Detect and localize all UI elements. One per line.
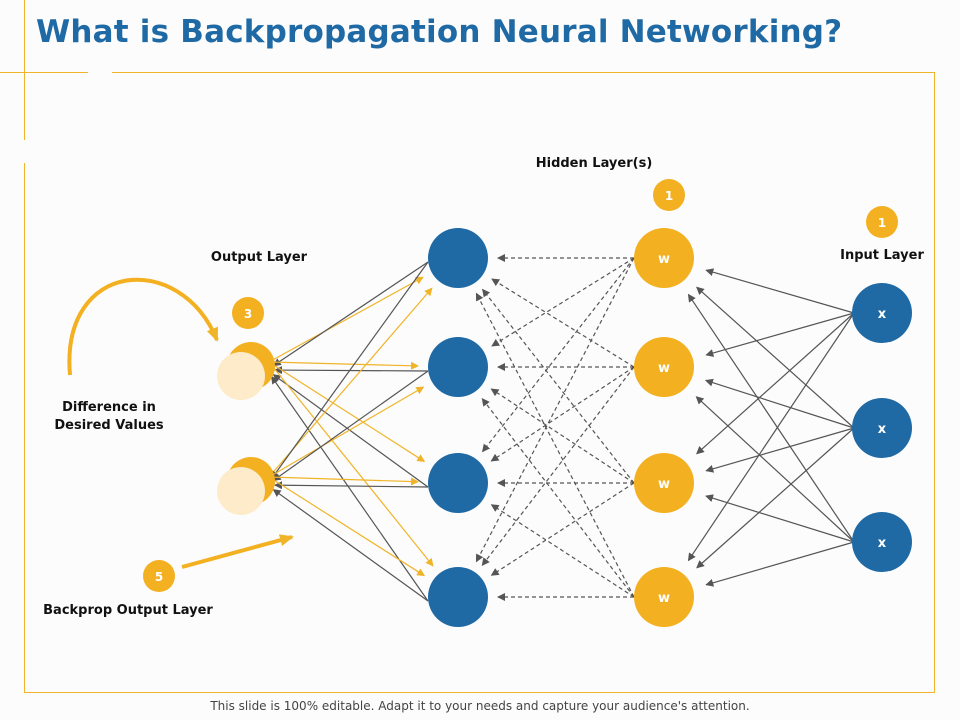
output-layer-label: Output Layer	[211, 250, 308, 265]
middle-to-output-connection	[272, 374, 429, 488]
hidden-node-label: w	[658, 591, 670, 606]
input-node-label: x	[878, 307, 887, 322]
badge-backprop-text: 5	[155, 570, 163, 584]
frame-line-top-short	[0, 72, 88, 73]
input-layer-label: Input Layer	[840, 248, 924, 263]
output-layer-node	[217, 467, 265, 515]
middle-layer-node	[428, 567, 488, 627]
badge-output: 3	[232, 297, 264, 329]
badge-output-text: 3	[244, 307, 252, 321]
middle-to-output-connection	[271, 261, 429, 480]
badge-input-text: 1	[878, 216, 886, 230]
input-to-hidden-connection	[696, 312, 855, 455]
hidden-layers-label: Hidden Layer(s)	[536, 156, 653, 171]
middle-to-output-connection	[272, 489, 429, 602]
feedback-curve-arrow	[67, 277, 219, 376]
hidden-to-middle-connection	[490, 504, 635, 598]
input-to-hidden-connection	[705, 541, 855, 587]
middle-layer-node	[428, 453, 488, 513]
badge-input: 1	[866, 206, 898, 238]
backprop-output-label: Backprop Output Layer	[43, 603, 213, 618]
middle-to-output-connection	[273, 366, 429, 375]
hidden-to-middle-connection	[490, 388, 635, 484]
hidden-node-label: w	[658, 252, 670, 267]
hidden-layer-node	[634, 567, 694, 627]
hidden-to-middle-connection	[481, 366, 635, 567]
middle-to-output-connection	[273, 481, 429, 490]
hidden-layer-node	[634, 228, 694, 288]
output-to-middle-connection	[268, 276, 424, 363]
input-to-hidden-connection	[705, 494, 855, 543]
badge-backprop: 5	[143, 560, 175, 592]
difference-label-line2: Desired Values	[54, 418, 164, 433]
output-to-middle-connection	[268, 476, 426, 577]
input-to-hidden-connection	[705, 312, 855, 357]
hidden-to-middle-connection	[490, 366, 635, 462]
input-layer-node	[852, 512, 912, 572]
input-to-hidden-connection	[687, 312, 855, 562]
middle-layer-node	[428, 228, 488, 288]
badge-hidden: 1	[653, 179, 685, 211]
hidden-to-middle-connection	[491, 257, 635, 347]
input-to-hidden-connection	[705, 268, 855, 314]
hidden-node-label: w	[658, 361, 670, 376]
hidden-to-middle-connection	[491, 278, 635, 368]
output-to-middle-connection	[268, 361, 420, 370]
badge-hidden-text: 1	[665, 189, 673, 203]
output-to-middle-connection	[268, 386, 425, 478]
footer-note: This slide is 100% editable. Adapt it to…	[210, 699, 750, 713]
hidden-layer-node	[634, 337, 694, 397]
hidden-to-middle-connection	[475, 292, 635, 598]
frame-line-bottom	[24, 692, 935, 693]
hidden-layer-node	[634, 453, 694, 513]
middle-layer-node	[428, 337, 488, 397]
hidden-to-middle-connection	[475, 257, 635, 563]
hidden-to-middle-connection	[490, 482, 635, 576]
input-node-label: x	[878, 422, 887, 437]
backprop-arrow	[181, 534, 294, 569]
middle-to-output-connection	[271, 375, 429, 602]
frame-line-left	[24, 163, 25, 693]
middle-to-output-connection	[272, 370, 429, 481]
output-layer-node	[217, 352, 265, 400]
input-to-hidden-connection	[705, 427, 855, 473]
slide-title: What is Backpropagation Neural Networkin…	[36, 14, 843, 50]
input-to-hidden-connection	[695, 396, 855, 543]
frame-line-left-top	[24, 0, 25, 140]
hidden-to-middle-connection	[482, 288, 635, 484]
input-to-hidden-connection	[687, 293, 855, 543]
input-to-hidden-connection	[704, 378, 855, 429]
input-layer-node	[852, 283, 912, 343]
content-frame	[112, 72, 935, 693]
middle-to-output-connection	[272, 261, 429, 367]
hidden-to-middle-connection	[481, 397, 635, 598]
hidden-to-middle-connection	[482, 257, 635, 453]
input-to-hidden-connection	[696, 286, 855, 429]
output-to-middle-connection	[268, 361, 434, 567]
hidden-node-label: w	[658, 477, 670, 492]
output-to-middle-connection	[268, 361, 426, 462]
input-to-hidden-connection	[696, 427, 855, 569]
difference-label-line1: Difference in	[62, 400, 156, 415]
output-to-middle-connection	[268, 476, 420, 486]
input-layer-node	[852, 398, 912, 458]
input-node-label: x	[878, 536, 887, 551]
